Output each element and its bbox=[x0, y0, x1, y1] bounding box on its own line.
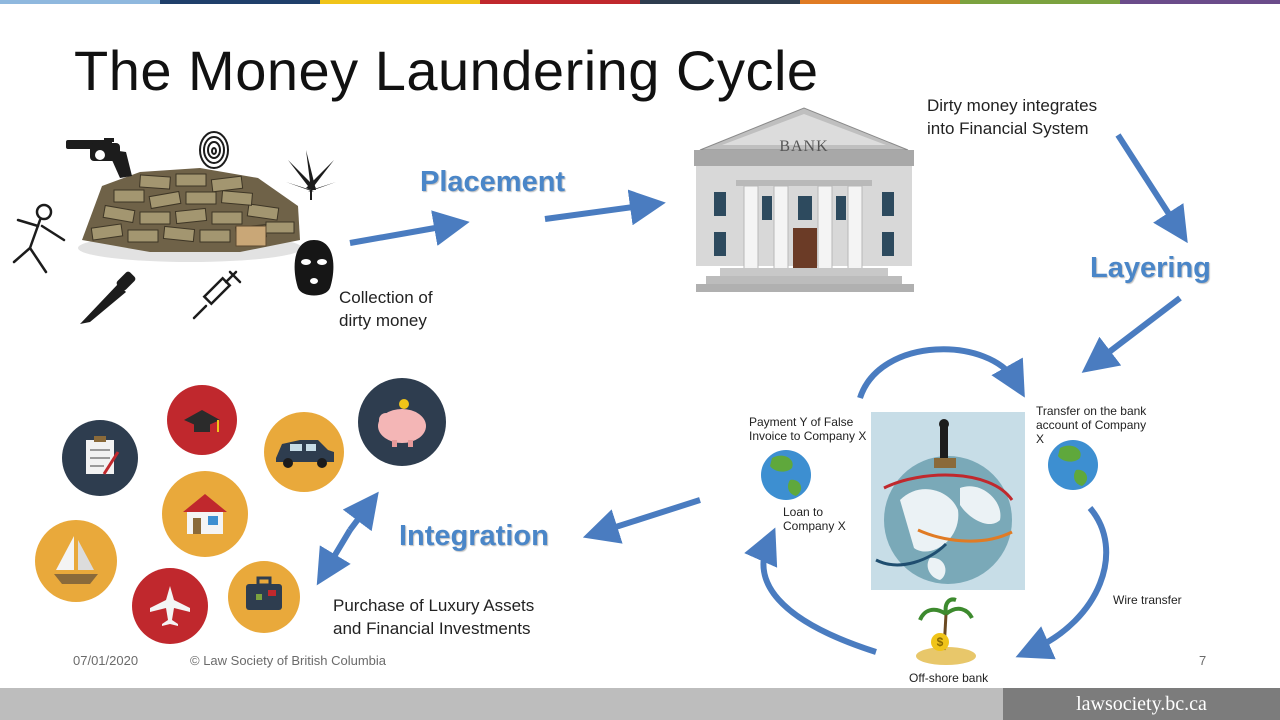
color-segment bbox=[1120, 0, 1280, 4]
color-segment bbox=[800, 0, 960, 4]
arrow-cycle-to-integration bbox=[582, 497, 701, 544]
arrow-layering-top-curve bbox=[857, 346, 1025, 400]
loan-line-1: Loan to bbox=[783, 505, 824, 519]
offshore-island-icon bbox=[916, 597, 976, 665]
graduation-cap-icon bbox=[167, 385, 237, 455]
loan-line-2: Company X bbox=[783, 519, 846, 533]
airplane-icon bbox=[132, 568, 208, 644]
wire-transfer-label: Wire transfer bbox=[1113, 593, 1182, 607]
color-segment bbox=[160, 0, 320, 4]
collection-label: Collection of dirty money bbox=[339, 286, 433, 332]
transfer-label: Transfer on the bank account of Company … bbox=[1036, 404, 1146, 446]
color-segment bbox=[480, 0, 640, 4]
stage-layering: Layering bbox=[1090, 252, 1211, 284]
payment-line-2: Invoice to Company X bbox=[749, 429, 867, 443]
arrow-layering-to-cycle bbox=[1081, 295, 1182, 373]
arrow-crime-to-placement bbox=[349, 210, 470, 246]
integrates-line-1: Dirty money integrates bbox=[927, 96, 1098, 115]
payment-line-1: Payment Y of False bbox=[749, 415, 854, 429]
arrow-placement-to-bank bbox=[544, 189, 666, 226]
knife-icon bbox=[80, 271, 136, 324]
collection-line-2: dirty money bbox=[339, 311, 427, 330]
arrow-layering-right-curve bbox=[1015, 506, 1110, 660]
syringe-icon bbox=[192, 270, 242, 320]
world-travel-globe-icon bbox=[875, 419, 1014, 584]
cash-pile-icon bbox=[78, 168, 302, 262]
slide-title: The Money Laundering Cycle bbox=[74, 39, 819, 102]
integrates-label: Dirty money integrates into Financial Sy… bbox=[927, 94, 1097, 140]
color-segment bbox=[0, 0, 160, 4]
body-outline-icon bbox=[12, 203, 66, 274]
globe-icon-left bbox=[761, 450, 811, 500]
stage-integration: Integration bbox=[399, 520, 549, 552]
offshore-dollar-sign: $ bbox=[937, 635, 944, 649]
cannabis-leaf-icon bbox=[286, 150, 336, 200]
offshore-bank-label: Off-shore bank bbox=[909, 671, 989, 685]
fingerprint-icon bbox=[199, 131, 229, 169]
collection-line-1: Collection of bbox=[339, 288, 433, 307]
loan-label: Loan to Company X bbox=[783, 505, 846, 533]
globe-icon-right bbox=[1048, 440, 1098, 490]
arrow-integration-to-assets-up bbox=[342, 491, 379, 532]
bank-sign: BANK bbox=[779, 138, 829, 155]
slide-number: 7 bbox=[1199, 653, 1207, 668]
purchase-label: Purchase of Luxury Assets and Financial … bbox=[333, 594, 534, 640]
footer-date: 07/01/2020 bbox=[73, 653, 139, 668]
arrow-to-layering bbox=[1115, 133, 1188, 244]
integrates-line-2: into Financial System bbox=[927, 119, 1089, 138]
arrow-integration-to-assets-down bbox=[316, 528, 353, 586]
color-segment bbox=[640, 0, 800, 4]
purchase-line-2: and Financial Investments bbox=[333, 619, 531, 638]
payment-label: Payment Y of False Invoice to Company X bbox=[749, 415, 866, 443]
transfer-line-2: account of Company bbox=[1036, 418, 1147, 432]
website-link[interactable]: lawsociety.bc.ca bbox=[1003, 688, 1280, 720]
house-icon bbox=[162, 471, 248, 557]
bank-building-icon bbox=[694, 107, 914, 292]
revolver-icon bbox=[66, 138, 132, 178]
car-icon bbox=[264, 412, 344, 492]
top-color-bar bbox=[0, 0, 1280, 4]
color-segment bbox=[320, 0, 480, 4]
purchase-line-1: Purchase of Luxury Assets bbox=[333, 596, 535, 615]
transfer-line-3: X bbox=[1036, 432, 1045, 446]
color-segment bbox=[960, 0, 1120, 4]
balaclava-icon bbox=[294, 240, 334, 296]
footer-copyright: © Law Society of British Columbia bbox=[190, 653, 386, 668]
arrow-layering-bottom-curve bbox=[744, 527, 877, 655]
transfer-line-1: Transfer on the bank bbox=[1036, 404, 1147, 418]
suitcase-icon bbox=[228, 561, 300, 633]
piggy-bank-icon bbox=[358, 378, 446, 466]
sailboat-icon bbox=[35, 520, 117, 602]
stage-placement: Placement bbox=[420, 166, 566, 198]
clipboard-icon bbox=[62, 420, 138, 496]
